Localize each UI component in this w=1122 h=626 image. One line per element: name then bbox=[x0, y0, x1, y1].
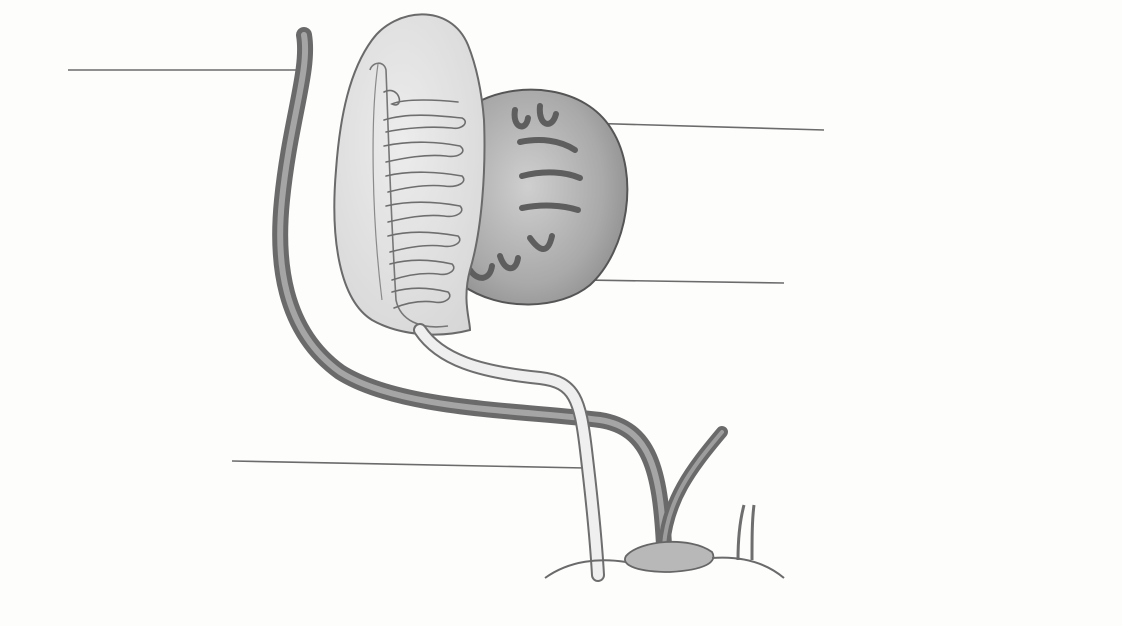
small-stalk-2 bbox=[752, 505, 754, 560]
gland-body bbox=[334, 14, 484, 334]
small-stalk bbox=[738, 505, 744, 560]
vessel-fork bbox=[664, 432, 722, 545]
leader-line-4 bbox=[232, 461, 585, 468]
leader-line-2 bbox=[583, 123, 824, 130]
inner-duct bbox=[420, 330, 598, 575]
base-blob bbox=[625, 542, 713, 572]
inner-duct-core bbox=[420, 330, 598, 575]
